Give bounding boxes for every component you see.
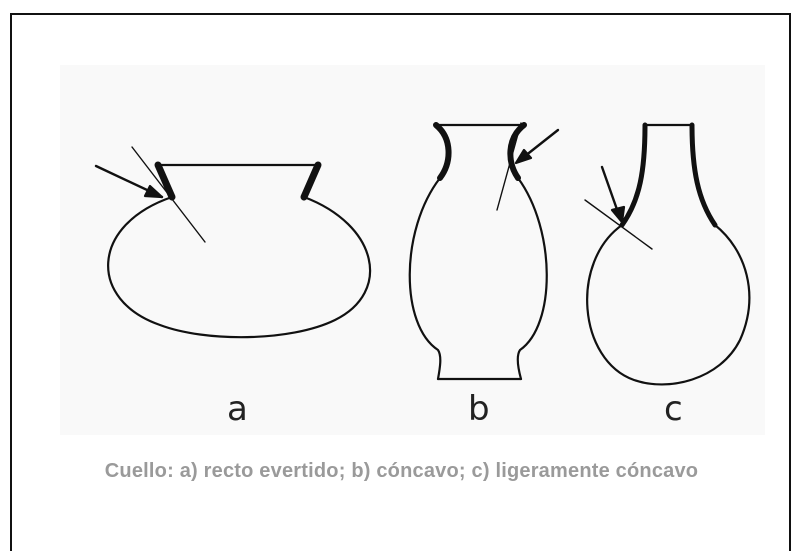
label-c: c [664, 389, 683, 429]
vessel-c-tangent-line [584, 199, 653, 250]
vessel-a-neck-left [154, 161, 176, 201]
vessel-a-neck-right [300, 161, 322, 201]
vessel-c-neck-right [689, 122, 718, 228]
vessel-c-neck-left [619, 122, 648, 228]
vessel-b [408, 122, 560, 381]
vessel-a-body [107, 195, 372, 339]
vessel-a-arrowhead [143, 184, 164, 199]
vessel-b-tangent-line [496, 122, 522, 211]
vessel-b-body-right [516, 176, 548, 381]
vessel-c-arrowhead [610, 205, 626, 224]
vessel-c [584, 122, 751, 386]
vessel-a-tangent-line [131, 146, 206, 243]
label-a: a [227, 389, 248, 429]
vessel-c-body [586, 223, 751, 386]
vessel-b-arrowhead [514, 148, 533, 165]
vessel-b-neck-left [433, 122, 452, 181]
figure-caption: Cuello: a) recto evertido; b) cóncavo; c… [104, 460, 699, 482]
vessel-a [94, 146, 372, 339]
vessel-b-body-left [408, 176, 442, 381]
label-b: b [468, 389, 490, 429]
